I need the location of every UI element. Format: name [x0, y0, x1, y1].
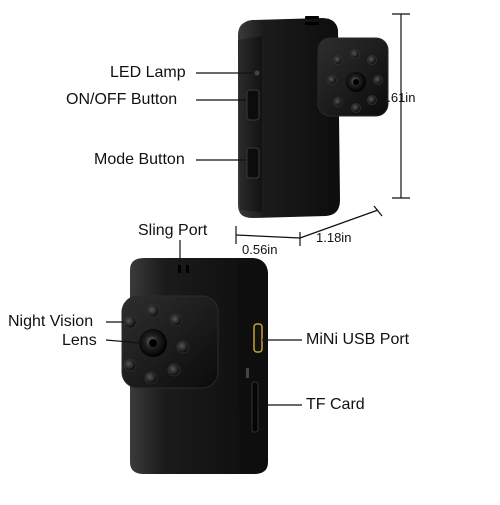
ir-led-ring [327, 49, 383, 113]
night-vision-label: Night Vision [8, 313, 94, 330]
vent-slot [305, 22, 319, 25]
mini-usb-port-icon [253, 323, 263, 353]
led-lamp-label: LED Lamp [110, 64, 186, 81]
height-dimension: 1.61in [380, 90, 416, 105]
sling-slot [186, 265, 189, 273]
dimension-lines [235, 13, 410, 246]
mini-usb-port-label: MiNi USB Port [306, 331, 410, 348]
leader-lines [105, 72, 302, 406]
camera-bottom-view [121, 258, 268, 474]
tf-card-slot [251, 381, 259, 433]
ir-led-ring [123, 304, 190, 385]
sling-slot [178, 265, 181, 273]
tf-card-label: TF Card [306, 396, 365, 413]
sling-port-label: Sling Port [138, 222, 208, 239]
on-off-button-shape [246, 89, 260, 121]
mode-button-shape [246, 147, 260, 179]
on-off-button-label: ON/OFF Button [66, 91, 178, 108]
camera-top-view [238, 16, 389, 218]
led-lamp-icon [254, 70, 260, 76]
depth-dimension: 0.56in [242, 242, 278, 257]
tf-card-marker [246, 368, 249, 378]
vent-slot [305, 16, 319, 19]
mode-button-label: Mode Button [94, 151, 185, 168]
lens-label: Lens [62, 332, 97, 349]
width-dimension: 1.18in [316, 230, 352, 245]
